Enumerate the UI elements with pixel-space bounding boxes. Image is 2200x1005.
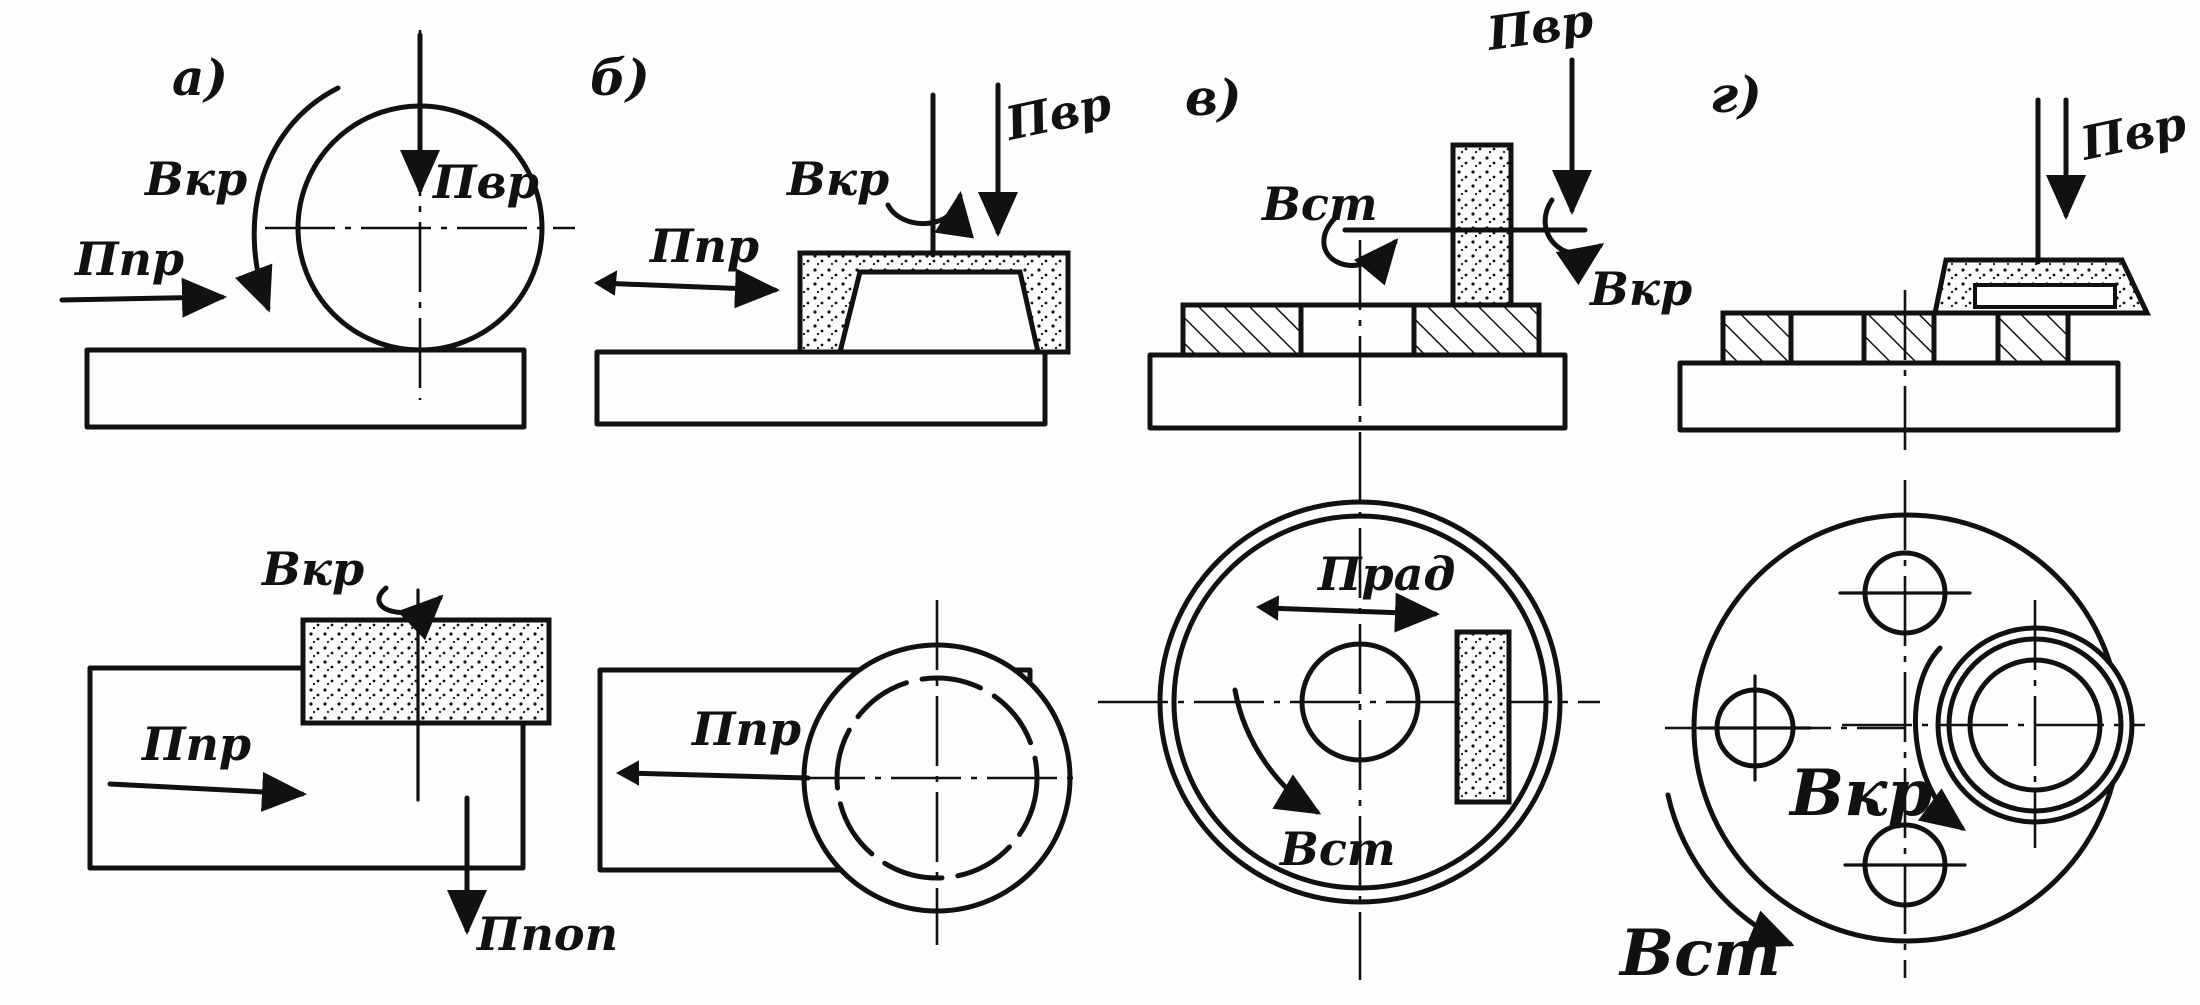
table-b — [594, 349, 1048, 427]
radial-feed-arrow-v2-back — [1255, 595, 1280, 621]
label-b-pvr: Пвр — [999, 76, 1116, 151]
label-b2-ppr: Ппр — [690, 702, 801, 756]
panel-g-top — [1677, 97, 2151, 450]
panel-v-top — [1147, 57, 1605, 980]
label-a2-vkr: Вкр — [260, 542, 364, 596]
rotation-arrow-b — [885, 191, 974, 239]
wheel-v — [1450, 142, 1514, 308]
label-a-vkr: Вкр — [143, 152, 247, 206]
table-a — [84, 347, 527, 430]
label-a-ppr: Ппр — [73, 232, 184, 286]
workpiece-v-mid — [1298, 302, 1417, 358]
table-rotation-arrow-v2 — [1232, 687, 1322, 815]
label-g2-vst: Вст — [1618, 916, 1781, 991]
panel-label-g: г) — [1710, 65, 1762, 124]
panel-g-bottom — [1665, 480, 2145, 978]
wheel-plan-v — [1454, 629, 1512, 805]
label-a-pvr: Пвр — [431, 155, 539, 209]
label-v2-prad: Прад — [1316, 547, 1455, 601]
panel-label-v: в) — [1185, 68, 1242, 127]
rotation-arrow-a2 — [376, 585, 444, 641]
workpiece-g-2 — [1861, 310, 1937, 366]
panel-v-bottom — [1098, 499, 1600, 905]
radial-feed-arrow-v2 — [1262, 592, 1440, 633]
panel-a-top — [59, 30, 575, 430]
rotation-arrow-a — [234, 85, 341, 313]
label-v2-vst: Вст — [1278, 822, 1396, 876]
label-g-pvr: Пвр — [2074, 96, 2191, 171]
label-b-vkr: Вкр — [785, 152, 889, 206]
feed-arrow-b-back — [594, 270, 618, 296]
wheel-rotation-arrow-v — [1542, 197, 1605, 286]
cup-wheel-b — [797, 250, 1071, 355]
workpiece-v-right — [1411, 302, 1542, 358]
panel-b-top — [594, 82, 1071, 427]
panel-label-a: а) — [172, 48, 228, 107]
label-v-pvr: Пвр — [1482, 0, 1596, 61]
label-a2-ppr: Ппр — [140, 717, 251, 771]
label-v-vkr: Вкр — [1588, 262, 1692, 316]
label-b-ppr: Ппр — [648, 219, 759, 273]
workpiece-g-3 — [1995, 310, 2071, 366]
panel-b-bottom — [597, 600, 1080, 945]
table-v — [1147, 352, 1568, 431]
label-a2-ppop: Ппоп — [475, 907, 618, 961]
table-rotation-arrow-v — [1321, 215, 1399, 286]
feed-arrow-b2-head — [615, 760, 639, 786]
wheel-rotation-arrow-g2 — [1912, 645, 1967, 831]
wheel-plan-a — [300, 617, 552, 726]
workpiece-v-left — [1180, 302, 1304, 358]
longitudinal-feed-arrow-a — [59, 277, 227, 318]
longitudinal-feed-arrow-b — [597, 268, 780, 309]
workpiece-g-1 — [1720, 310, 1794, 366]
cup-wheel-g-inner — [1973, 283, 2117, 309]
panel-a-bottom — [87, 585, 552, 935]
longitudinal-feed-arrow-b2 — [622, 770, 811, 781]
label-g2-vkr: Вкр — [1788, 756, 1932, 831]
table-rotation-arrow-g2 — [1665, 792, 1795, 948]
table-g — [1677, 360, 2121, 433]
label-v-vst: Вст — [1260, 177, 1378, 231]
longitudinal-feed-arrow-a2 — [107, 771, 307, 812]
panel-label-b: б) — [590, 48, 650, 107]
